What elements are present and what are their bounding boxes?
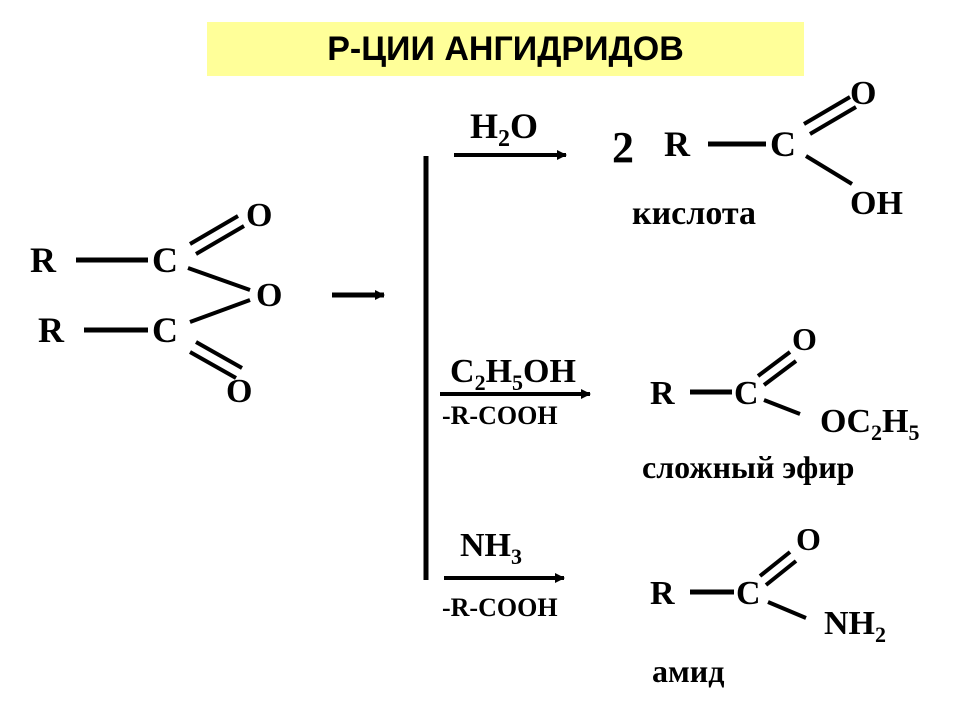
amide-double-bond-2	[764, 559, 798, 587]
bond-amide-c-nh2	[767, 600, 807, 620]
anhydride-c-bottom: C	[152, 310, 178, 350]
acid-oh: OH	[850, 185, 903, 222]
ester-o: O	[792, 321, 817, 357]
title-banner: Р-ЦИИ АНГИДРИДОВ	[207, 22, 804, 76]
double-bond-top-1	[188, 214, 240, 246]
page-title: Р-ЦИИ АНГИДРИДОВ	[327, 29, 684, 68]
hydrolysis-branch: H2O 2 R C O OH кислота	[454, 75, 903, 232]
esterification-byproduct: -R-COOH	[442, 401, 558, 430]
ester-c: C	[734, 375, 759, 412]
acid-double-bond-1	[802, 95, 852, 126]
ester-double-bond-2	[762, 359, 798, 387]
product-name-amide: амид	[652, 653, 724, 689]
bond-ester-c-oc2h5	[763, 398, 801, 416]
amination-branch: NH3 -R-COOH R C O NH2 амид	[442, 521, 886, 689]
product-name-acid: кислота	[632, 195, 756, 232]
reagent-ammonia: NH3	[460, 527, 522, 569]
anhydride-o-bottom: O	[226, 373, 252, 410]
anhydride-r-bottom: R	[38, 310, 65, 350]
amide-o: O	[796, 521, 821, 557]
anhydride-c-top: C	[152, 240, 178, 280]
amide-r: R	[650, 575, 675, 612]
anhydride-o-top: O	[246, 197, 272, 234]
ester-double-bond-1	[756, 350, 792, 378]
acid-c: C	[770, 124, 796, 164]
amide-c: C	[736, 575, 761, 612]
ester-oc2h5: OC2H5	[820, 403, 919, 445]
anhydride-r-top: R	[30, 240, 57, 280]
reagent-water: H2O	[470, 106, 538, 152]
double-bond-bottom-2	[189, 350, 237, 380]
ester-r: R	[650, 375, 675, 412]
acid-r: R	[664, 124, 691, 164]
double-bond-top-2	[194, 224, 246, 256]
double-bond-bottom-1	[195, 340, 243, 370]
bond-c-o-bridge-top	[187, 266, 251, 292]
coefficient-two: 2	[612, 123, 634, 172]
anhydride-o-bridge: O	[256, 277, 282, 314]
esterification-branch: C2H5OH -R-COOH R C O OC2H5 сложный эфир	[440, 321, 919, 485]
product-name-ester: сложный эфир	[642, 449, 854, 485]
bond-acid-c-oh	[804, 154, 854, 186]
amide-double-bond-1	[758, 550, 792, 578]
acid-o: O	[850, 75, 876, 112]
anhydride-structure: R C O O R C O	[30, 197, 282, 410]
reagent-ethanol: C2H5OH	[450, 353, 576, 395]
amide-nh2: NH2	[824, 605, 886, 647]
bond-o-bridge-c-bottom	[189, 298, 251, 324]
acid-double-bond-2	[808, 105, 858, 136]
amination-byproduct: -R-COOH	[442, 593, 558, 622]
